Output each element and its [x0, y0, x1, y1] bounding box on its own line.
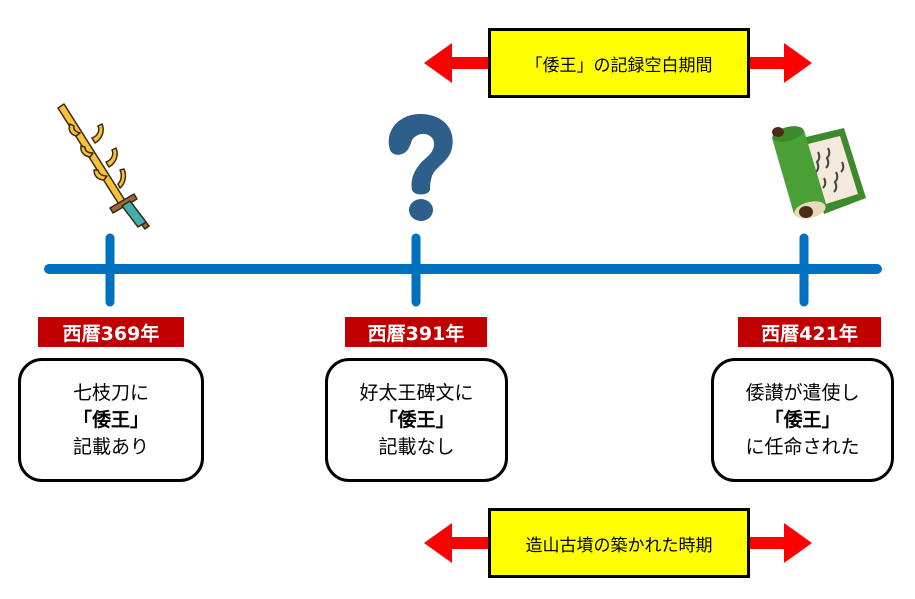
question-mark-icon: [388, 114, 453, 221]
description-line: 好太王碑文に: [359, 381, 474, 404]
description-line: 七枝刀に: [72, 381, 149, 404]
description-line: 記載あり: [72, 435, 149, 458]
double-arrow-icon: [424, 43, 812, 83]
scroll-icon: [772, 126, 866, 219]
double-arrow-icon: [424, 523, 812, 563]
description-line-emphasis: 「倭王」: [72, 408, 149, 431]
record-gap-period-banner: 「倭王」の記録空白期間: [424, 28, 812, 98]
description-line: 記載なし: [378, 435, 455, 458]
tumulus-construction-period-banner: 造山古墳の築かれた時期: [424, 508, 812, 578]
year-label-421: 西暦421年: [738, 317, 881, 347]
sword-icon: [57, 103, 150, 230]
timeline: [44, 233, 882, 307]
event-description-369: 七枝刀に 「倭王」 記載あり: [18, 358, 204, 482]
description-line: に任命された: [745, 435, 860, 458]
year-label-391: 西暦391年: [345, 317, 487, 347]
event-description-391: 好太王碑文に 「倭王」 記載なし: [325, 358, 508, 482]
record-gap-period-label: 「倭王」の記録空白期間: [488, 28, 750, 98]
description-line-emphasis: 「倭王」: [378, 408, 455, 431]
event-description-421: 倭讃が遣使し 「倭王」 に任命された: [711, 358, 894, 482]
description-line-emphasis: 「倭王」: [764, 408, 841, 431]
year-label-369: 西暦369年: [38, 317, 184, 347]
tumulus-construction-period-label: 造山古墳の築かれた時期: [488, 508, 750, 578]
description-line: 倭讃が遣使し: [745, 381, 860, 404]
